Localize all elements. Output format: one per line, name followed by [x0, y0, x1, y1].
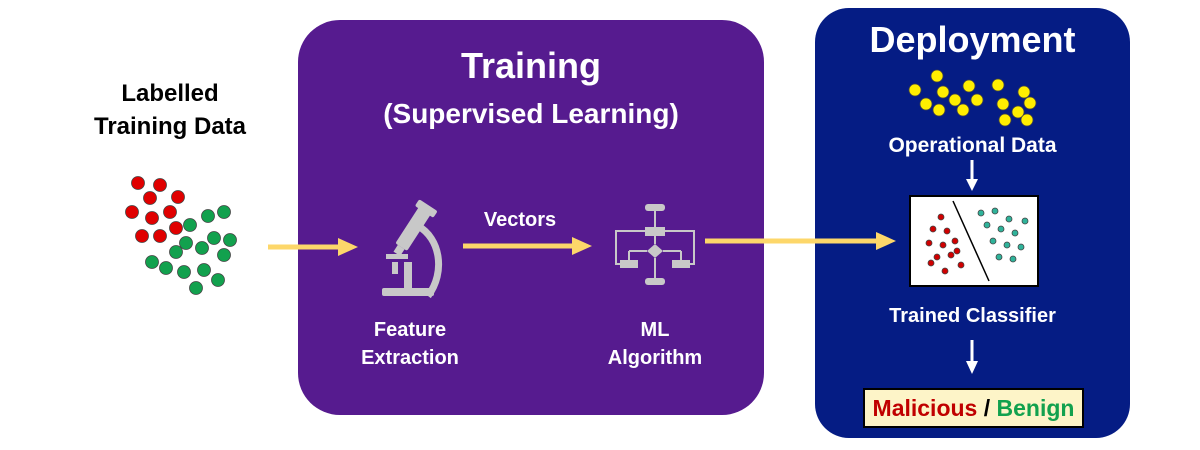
classifier-red-point: [929, 225, 937, 233]
ml-algorithm-line2: Algorithm: [607, 347, 703, 369]
verdict-separator: /: [977, 394, 997, 421]
classifier-red-point: [953, 247, 961, 255]
ml-algorithm-line1: ML: [640, 319, 670, 341]
arrow-ml-to-classifier: [705, 232, 896, 250]
green-data-point: [197, 263, 211, 277]
operational-data-point: [996, 97, 1010, 111]
red-data-point: [145, 211, 159, 225]
red-data-point: [153, 229, 167, 243]
operational-data-point: [919, 97, 933, 111]
classifier-teal-point: [977, 209, 985, 217]
classifier-dots: [925, 207, 1029, 275]
arrow-data-to-feature: [268, 238, 358, 256]
red-data-point: [143, 191, 157, 205]
green-data-point: [217, 205, 231, 219]
classifier-red-point: [941, 267, 949, 275]
red-data-point: [131, 176, 145, 190]
green-data-point: [217, 248, 231, 262]
classifier-teal-point: [1005, 215, 1013, 223]
malicious-label: Malicious: [872, 394, 978, 421]
operational-data-dots: [908, 69, 1037, 127]
red-data-point: [169, 221, 183, 235]
benign-label: Benign: [996, 394, 1075, 421]
operational-data-point: [970, 93, 984, 107]
classifier-teal-point: [1017, 243, 1025, 251]
green-data-point: [177, 265, 191, 279]
classifier-teal-point: [995, 253, 1003, 261]
green-data-point: [189, 281, 203, 295]
ml-algorithm-label: ML Algorithm: [575, 316, 735, 372]
classifier-teal-point: [1003, 241, 1011, 249]
operational-data-point: [998, 113, 1012, 127]
red-data-point: [153, 178, 167, 192]
green-data-point: [223, 233, 237, 247]
green-data-point: [211, 273, 225, 287]
classifier-red-point: [925, 239, 933, 247]
vectors-label: Vectors: [483, 209, 557, 231]
operational-data-point: [936, 85, 950, 99]
red-data-point: [125, 205, 139, 219]
training-title: Training: [460, 45, 601, 86]
green-data-point: [179, 236, 193, 250]
classifier-teal-point: [1009, 255, 1017, 263]
operational-data-point: [956, 103, 970, 117]
operational-data-point: [1011, 105, 1025, 119]
operational-data-point: [962, 79, 976, 93]
classifier-red-point: [951, 237, 959, 245]
verdict-box: Malicious / Benign: [863, 388, 1084, 428]
microscope-icon: [382, 199, 443, 299]
red-data-point: [171, 190, 185, 204]
green-data-point: [195, 241, 209, 255]
operational-data-label: Operational Data: [888, 134, 1057, 157]
scatter-classifier-icon: [925, 200, 1029, 282]
operational-data-point: [1023, 96, 1037, 110]
arrow-operational-to-classifier: [966, 160, 978, 191]
operational-data-point: [930, 69, 944, 83]
operational-data-point: [1020, 113, 1034, 127]
classifier-red-point: [937, 213, 945, 221]
green-data-point: [207, 231, 221, 245]
classifier-teal-point: [1021, 217, 1029, 225]
red-data-point: [163, 205, 177, 219]
green-data-point: [145, 255, 159, 269]
flowchart-icon: [615, 204, 695, 285]
training-subtitle: (Supervised Learning): [383, 98, 679, 129]
trained-classifier-label: Trained Classifier: [889, 305, 1056, 327]
training-panel: [298, 20, 764, 415]
classifier-teal-point: [983, 221, 991, 229]
trained-classifier-chart: [909, 195, 1039, 287]
classifier-red-point: [927, 259, 935, 267]
operational-data-point: [948, 93, 962, 107]
labelled-training-data-title: Labelled Training Data: [60, 77, 280, 143]
feature-extraction-line2: Extraction: [361, 347, 459, 369]
operational-data-point: [1017, 85, 1031, 99]
green-data-point: [169, 245, 183, 259]
green-data-point: [201, 209, 215, 223]
labelled-data-dots: [125, 176, 237, 295]
operational-data-point: [991, 78, 1005, 92]
classifier-red-point: [943, 227, 951, 235]
classifier-teal-point: [989, 237, 997, 245]
classifier-red-point: [939, 241, 947, 249]
classifier-red-point: [957, 261, 965, 269]
feature-extraction-label: Feature Extraction: [330, 316, 490, 372]
classifier-teal-point: [991, 207, 999, 215]
arrow-classifier-to-verdict: [966, 340, 978, 374]
labelled-title-line1: Labelled: [121, 80, 219, 107]
deployment-title: Deployment: [869, 19, 1076, 60]
operational-data-point: [908, 83, 922, 97]
green-data-point: [183, 218, 197, 232]
labelled-title-line2: Training Data: [93, 113, 247, 140]
classifier-teal-point: [997, 225, 1005, 233]
green-data-point: [159, 261, 173, 275]
feature-extraction-line1: Feature: [373, 319, 447, 341]
arrow-feature-to-ml: [463, 237, 592, 255]
classifier-red-point: [933, 253, 941, 261]
classifier-red-point: [947, 251, 955, 259]
operational-data-point: [932, 103, 946, 117]
red-data-point: [135, 229, 149, 243]
classifier-teal-point: [1011, 229, 1019, 237]
